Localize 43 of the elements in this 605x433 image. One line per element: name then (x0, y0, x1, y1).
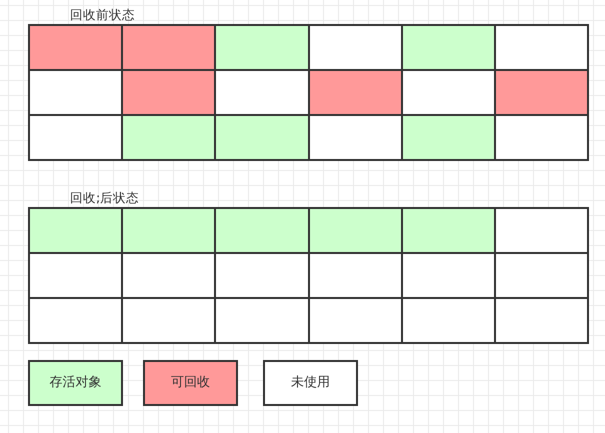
memory-block (28, 114, 123, 161)
memory-block (308, 252, 403, 299)
memory-block (121, 207, 216, 254)
memory-block (28, 297, 123, 344)
legend-label: 可回收 (171, 375, 210, 391)
memory-block (121, 252, 216, 299)
memory-block (401, 252, 496, 299)
memory-table (28, 189, 589, 344)
memory-block (121, 69, 216, 116)
memory-block (121, 114, 216, 161)
memory-block (401, 69, 496, 116)
memory-block (401, 207, 496, 254)
memory-block (28, 252, 123, 299)
memory-block (494, 207, 589, 254)
memory-table (28, 6, 589, 161)
memory-block (214, 297, 310, 344)
memory-block (28, 24, 123, 71)
legend-label: 存活对象 (50, 375, 102, 391)
memory-block (214, 24, 310, 71)
memory-block (214, 69, 310, 116)
memory-block (28, 69, 123, 116)
memory-block (494, 114, 589, 161)
memory-block (308, 297, 403, 344)
memory-block (401, 297, 496, 344)
table-title: 回收前状态 (70, 7, 135, 22)
memory-block (308, 207, 403, 254)
memory-block (401, 114, 496, 161)
memory-block (308, 24, 403, 71)
memory-block (494, 252, 589, 299)
memory-block (214, 207, 310, 254)
legend-label: 未使用 (291, 375, 330, 391)
memory-block (121, 24, 216, 71)
memory-block (401, 24, 496, 71)
memory-block (308, 114, 403, 161)
memory-block (214, 252, 310, 299)
table-title: 回收;后状态 (70, 190, 140, 205)
memory-block (494, 297, 589, 344)
memory-block (214, 114, 310, 161)
memory-block (28, 207, 123, 254)
memory-block (494, 69, 589, 116)
memory-block (121, 297, 216, 344)
memory-block (308, 69, 403, 116)
memory-block (494, 24, 589, 71)
